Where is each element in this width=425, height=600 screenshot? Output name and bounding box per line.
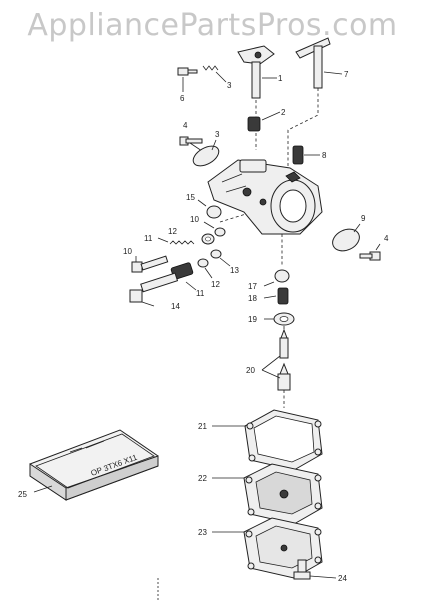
callout-20: 20	[246, 366, 255, 375]
part-9-choke-plate	[332, 223, 361, 252]
part-12-washer-lower	[197, 258, 213, 279]
part-13-washer	[210, 249, 231, 267]
part-2-bushing	[247, 111, 281, 132]
callout-12-upper: 12	[168, 227, 177, 236]
part-19-gasket	[264, 312, 295, 326]
part-20-inlet-needle	[261, 328, 291, 391]
callout-8: 8	[322, 151, 327, 160]
part-10-mixture-screw	[131, 255, 169, 273]
part-7-choke-shaft	[295, 37, 343, 89]
callout-4-upper: 4	[183, 121, 188, 130]
part-4-screw-right	[359, 243, 381, 261]
part-17-plug	[263, 269, 290, 287]
part-22-diaphragm	[212, 463, 323, 525]
part-18-seat	[263, 287, 289, 305]
callout-6: 6	[180, 94, 185, 103]
callout-1: 1	[278, 74, 283, 83]
part-6-screw	[177, 67, 198, 92]
part-11-spring-upper	[157, 237, 195, 245]
part-14-needle-screw	[129, 272, 179, 307]
carburetor-body	[207, 159, 323, 235]
callout-3-lower: 3	[215, 130, 220, 139]
callout-23: 23	[198, 528, 207, 537]
callout-3-upper: 3	[227, 81, 232, 90]
callout-14: 14	[171, 302, 180, 311]
callout-17: 17	[248, 282, 257, 291]
part-3-spring	[202, 65, 227, 83]
callout-11-lower: 11	[196, 289, 205, 298]
callout-4-right: 4	[384, 234, 389, 243]
part-15-plug	[197, 199, 222, 219]
part-3-throttle-plate	[192, 139, 220, 167]
callout-22: 22	[198, 474, 207, 483]
callout-10-lower: 10	[123, 247, 132, 256]
callout-7: 7	[344, 70, 349, 79]
callout-11-upper: 11	[144, 234, 153, 243]
callout-10-upper: 10	[190, 215, 199, 224]
part-10-washer-upper	[203, 221, 226, 237]
callout-18: 18	[248, 294, 257, 303]
part-25-repair-kit-box: OP 3TX6 X11	[29, 429, 159, 501]
callout-12-lower: 12	[211, 280, 220, 289]
callout-9: 9	[361, 214, 366, 223]
callout-19: 19	[248, 315, 257, 324]
callout-25: 25	[18, 490, 27, 499]
callout-21: 21	[198, 422, 207, 431]
watermark-text: AppliancePartsPros.com	[27, 8, 398, 43]
callout-2: 2	[281, 108, 286, 117]
part-12-washer-upper	[201, 233, 215, 245]
part-8-spring	[292, 145, 320, 165]
callout-24: 24	[338, 574, 347, 583]
part-1-throttle-shaft	[237, 45, 277, 99]
callout-13: 13	[230, 266, 239, 275]
part-4-screw	[179, 136, 203, 152]
callout-15: 15	[186, 193, 195, 202]
part-24-cover-screw	[293, 559, 337, 580]
part-21-diaphragm-gasket	[212, 409, 323, 471]
